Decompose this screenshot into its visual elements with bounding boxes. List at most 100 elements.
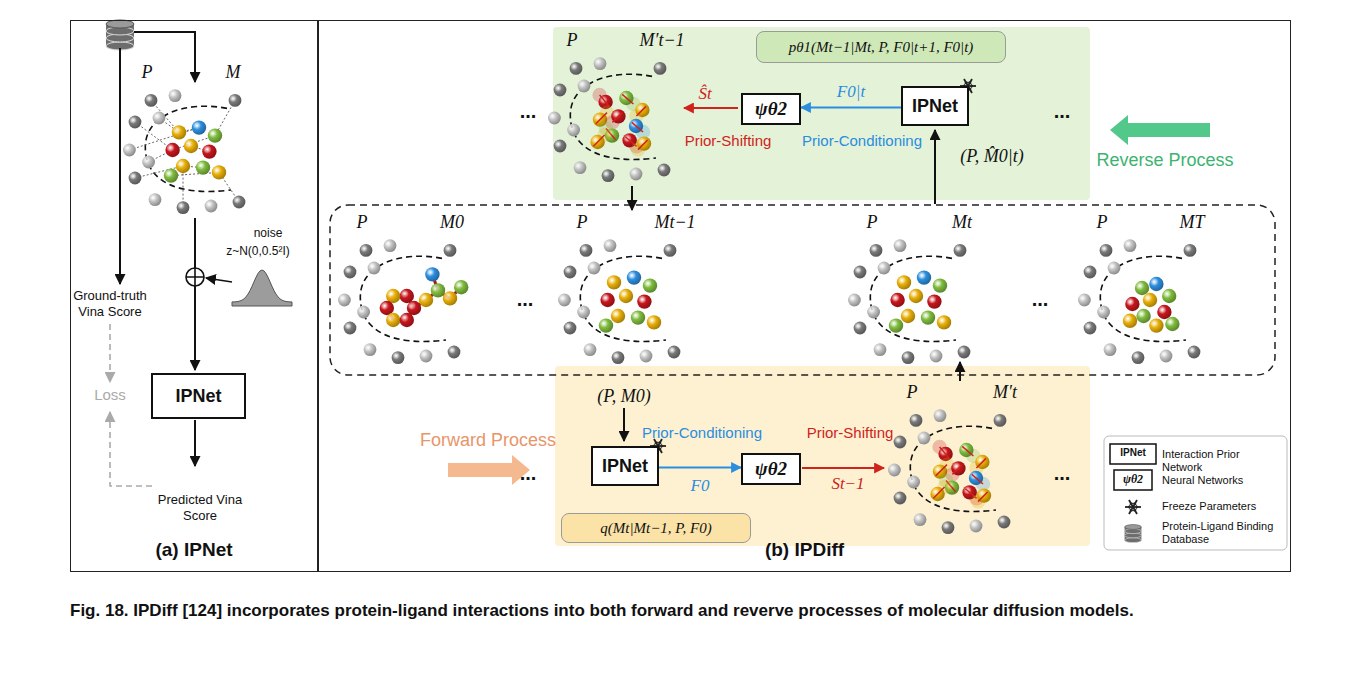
legend-text: Protein-Ligand Binding Database: [1162, 520, 1282, 545]
ligand-atom: [937, 315, 951, 329]
ligand-atom: [647, 315, 661, 329]
protein-atom: [1132, 351, 1145, 364]
label: P: [867, 212, 878, 233]
ligand-atom: [629, 119, 643, 133]
node-text: q(Mt|Mt−1, P, F0): [600, 520, 711, 537]
arrow: [959, 362, 961, 381]
ligand-atom: [1143, 293, 1157, 307]
snowflake-tick: [1136, 505, 1138, 507]
ligand-atom: [933, 278, 947, 292]
protein-ligand-complex: [1078, 239, 1200, 364]
protein-atom: [907, 476, 920, 489]
snowflake-tick: [970, 88, 972, 90]
formula-box: q(Mt|Mt−1, P, F0): [561, 513, 751, 543]
label: Forward Process: [420, 430, 556, 451]
protein-atom: [384, 239, 397, 252]
label: ...: [520, 100, 537, 123]
ligand-atom: [1165, 317, 1179, 331]
ligand-atom: [901, 309, 915, 323]
protein-atom: [554, 84, 567, 97]
database-top: [106, 20, 134, 28]
snowflake-tick: [661, 444, 663, 446]
protein-atom: [878, 262, 891, 275]
label: Loss: [94, 386, 126, 403]
legend-text: Neural Networks: [1162, 474, 1282, 487]
protein-atom: [930, 350, 943, 363]
protein-atom: [1188, 346, 1201, 359]
sum-cross: [186, 268, 204, 286]
protein-atom: [129, 172, 142, 185]
protein-atom: [448, 346, 461, 359]
label: P: [142, 62, 153, 83]
reverse-arrow: [1110, 115, 1210, 145]
legend-sample-text: IPNet: [1120, 447, 1146, 458]
ligand-atom: [599, 318, 613, 332]
protein-atom: [998, 516, 1011, 529]
shift-arrow: [638, 140, 648, 150]
node-text: (a) IPNet: [71, 539, 317, 561]
ligand-atom: [208, 128, 222, 142]
prior-conditioning-arrow: [801, 106, 901, 108]
protein-atom: [910, 414, 923, 427]
shift-arrow: [962, 446, 973, 456]
protein-atom: [567, 124, 580, 137]
protein-atom: [1084, 266, 1097, 279]
snowflake-tick: [965, 82, 967, 84]
protein-ligand-complex: [848, 239, 970, 364]
protein-atom: [364, 343, 377, 356]
label: (P, M0): [597, 386, 651, 407]
protein-ligand-complex: [558, 239, 680, 364]
label: M0: [440, 212, 464, 233]
prior-shift-arrow: [802, 467, 884, 469]
protein-atom: [444, 244, 457, 257]
protein-atom: [918, 432, 931, 445]
protein-atom: [142, 156, 155, 169]
label: noise: [254, 226, 283, 240]
protein-atom: [914, 513, 927, 526]
node-text: IPNet: [912, 96, 958, 117]
ligand-atom: [196, 160, 210, 174]
pocket-outline: [580, 256, 666, 341]
label: (P, M̂0|t): [960, 146, 1024, 167]
protein-atom: [640, 350, 653, 363]
ligand-atom: [909, 289, 923, 303]
ligand-atom: [927, 294, 941, 308]
label: MT: [1179, 212, 1204, 233]
protein-atom: [854, 266, 867, 279]
protein-atom: [554, 140, 567, 153]
arrow: [623, 408, 625, 441]
protein-atom: [848, 294, 861, 307]
arrow: [194, 218, 196, 268]
shift-arrow: [593, 135, 604, 146]
node-text: ψθ2: [755, 98, 787, 120]
ligand-atom: [917, 270, 931, 284]
snowflake-tick: [658, 441, 660, 443]
ligand-atom: [1135, 281, 1149, 295]
protein-atom: [360, 244, 373, 257]
protein-atom: [588, 262, 601, 275]
prior-conditioning-arrow: [659, 466, 741, 468]
protein-atom: [894, 239, 907, 252]
protein-atom: [574, 161, 587, 174]
protein-atom: [894, 492, 907, 505]
protein-atom: [548, 112, 561, 125]
arrow: [934, 130, 936, 204]
sum-symbol: [186, 268, 204, 286]
edge-label: F0: [691, 476, 710, 496]
shift-arrow: [612, 113, 622, 123]
ligand-atom: [454, 280, 468, 294]
arrow: [631, 186, 633, 210]
protein-atom: [664, 244, 677, 257]
label: ...: [1054, 100, 1071, 123]
network-box: ψθ2: [741, 453, 801, 485]
protein-atom: [1124, 239, 1137, 252]
label: Prior-Shifting: [685, 132, 772, 149]
ligand-atom: [184, 139, 198, 153]
loss-arrow: [109, 324, 111, 382]
shift-arrow: [933, 487, 944, 498]
snowflake-icon: [1125, 500, 1141, 514]
shift-arrow: [636, 106, 646, 116]
ligand-atom: [897, 275, 911, 289]
label: P: [907, 382, 918, 403]
